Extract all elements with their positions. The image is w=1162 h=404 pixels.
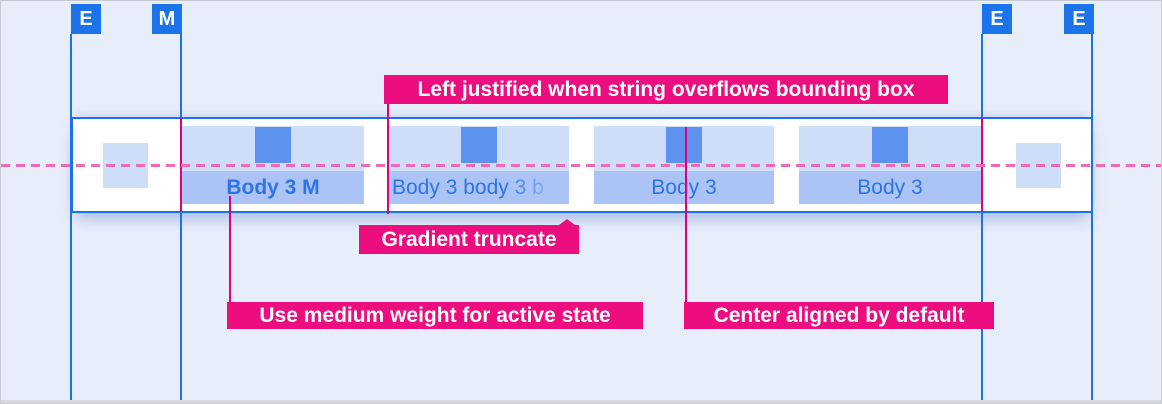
annotation-truncate-arrow-icon: [559, 219, 575, 225]
annotation-connector-weight: [229, 196, 231, 302]
tab-icon-placeholder: [255, 127, 291, 163]
tab-label: Body 3: [651, 175, 717, 199]
annotation-align-label: Center aligned by default: [684, 302, 994, 329]
margin-marker-m: M: [152, 4, 182, 34]
tab-label-band: Body 3 M: [182, 171, 364, 204]
guide-line-right-edge: [1091, 34, 1093, 402]
margin-marker-e-inner-right: E: [982, 4, 1012, 34]
annotation-overflow-label: Left justified when string overflows bou…: [384, 75, 948, 104]
guide-line-m-bottom: [180, 211, 182, 402]
tab-label: Body 3 M: [226, 175, 320, 199]
margin-marker-e-right: E: [1064, 4, 1094, 34]
annotation-connector-overflow: [387, 104, 389, 214]
gradient-truncate-overlay: [505, 171, 569, 204]
tab-icon-placeholder: [666, 127, 702, 163]
tab-icon-placeholder: [872, 127, 908, 163]
annotation-connector-align: [685, 127, 687, 302]
tab-icon-placeholder: [461, 127, 497, 163]
guide-line-m-top: [180, 34, 182, 118]
tab-label-band: Body 3: [799, 171, 981, 204]
annotation-active-weight-label: Use medium weight for active state: [227, 302, 643, 329]
baseline-dashed-line: [1, 164, 1161, 167]
canvas-bottom-edge: [1, 400, 1161, 403]
tab-label-band: Body 3: [594, 171, 774, 204]
guide-line-e-right-top: [981, 34, 983, 118]
tab-label-band: Body 3 body 3 b: [389, 171, 569, 204]
guide-line-left-edge: [70, 34, 72, 402]
margin-marker-e-left: E: [71, 4, 101, 34]
tab-label: Body 3: [857, 175, 923, 199]
annotation-truncate-label: Gradient truncate: [359, 225, 579, 254]
